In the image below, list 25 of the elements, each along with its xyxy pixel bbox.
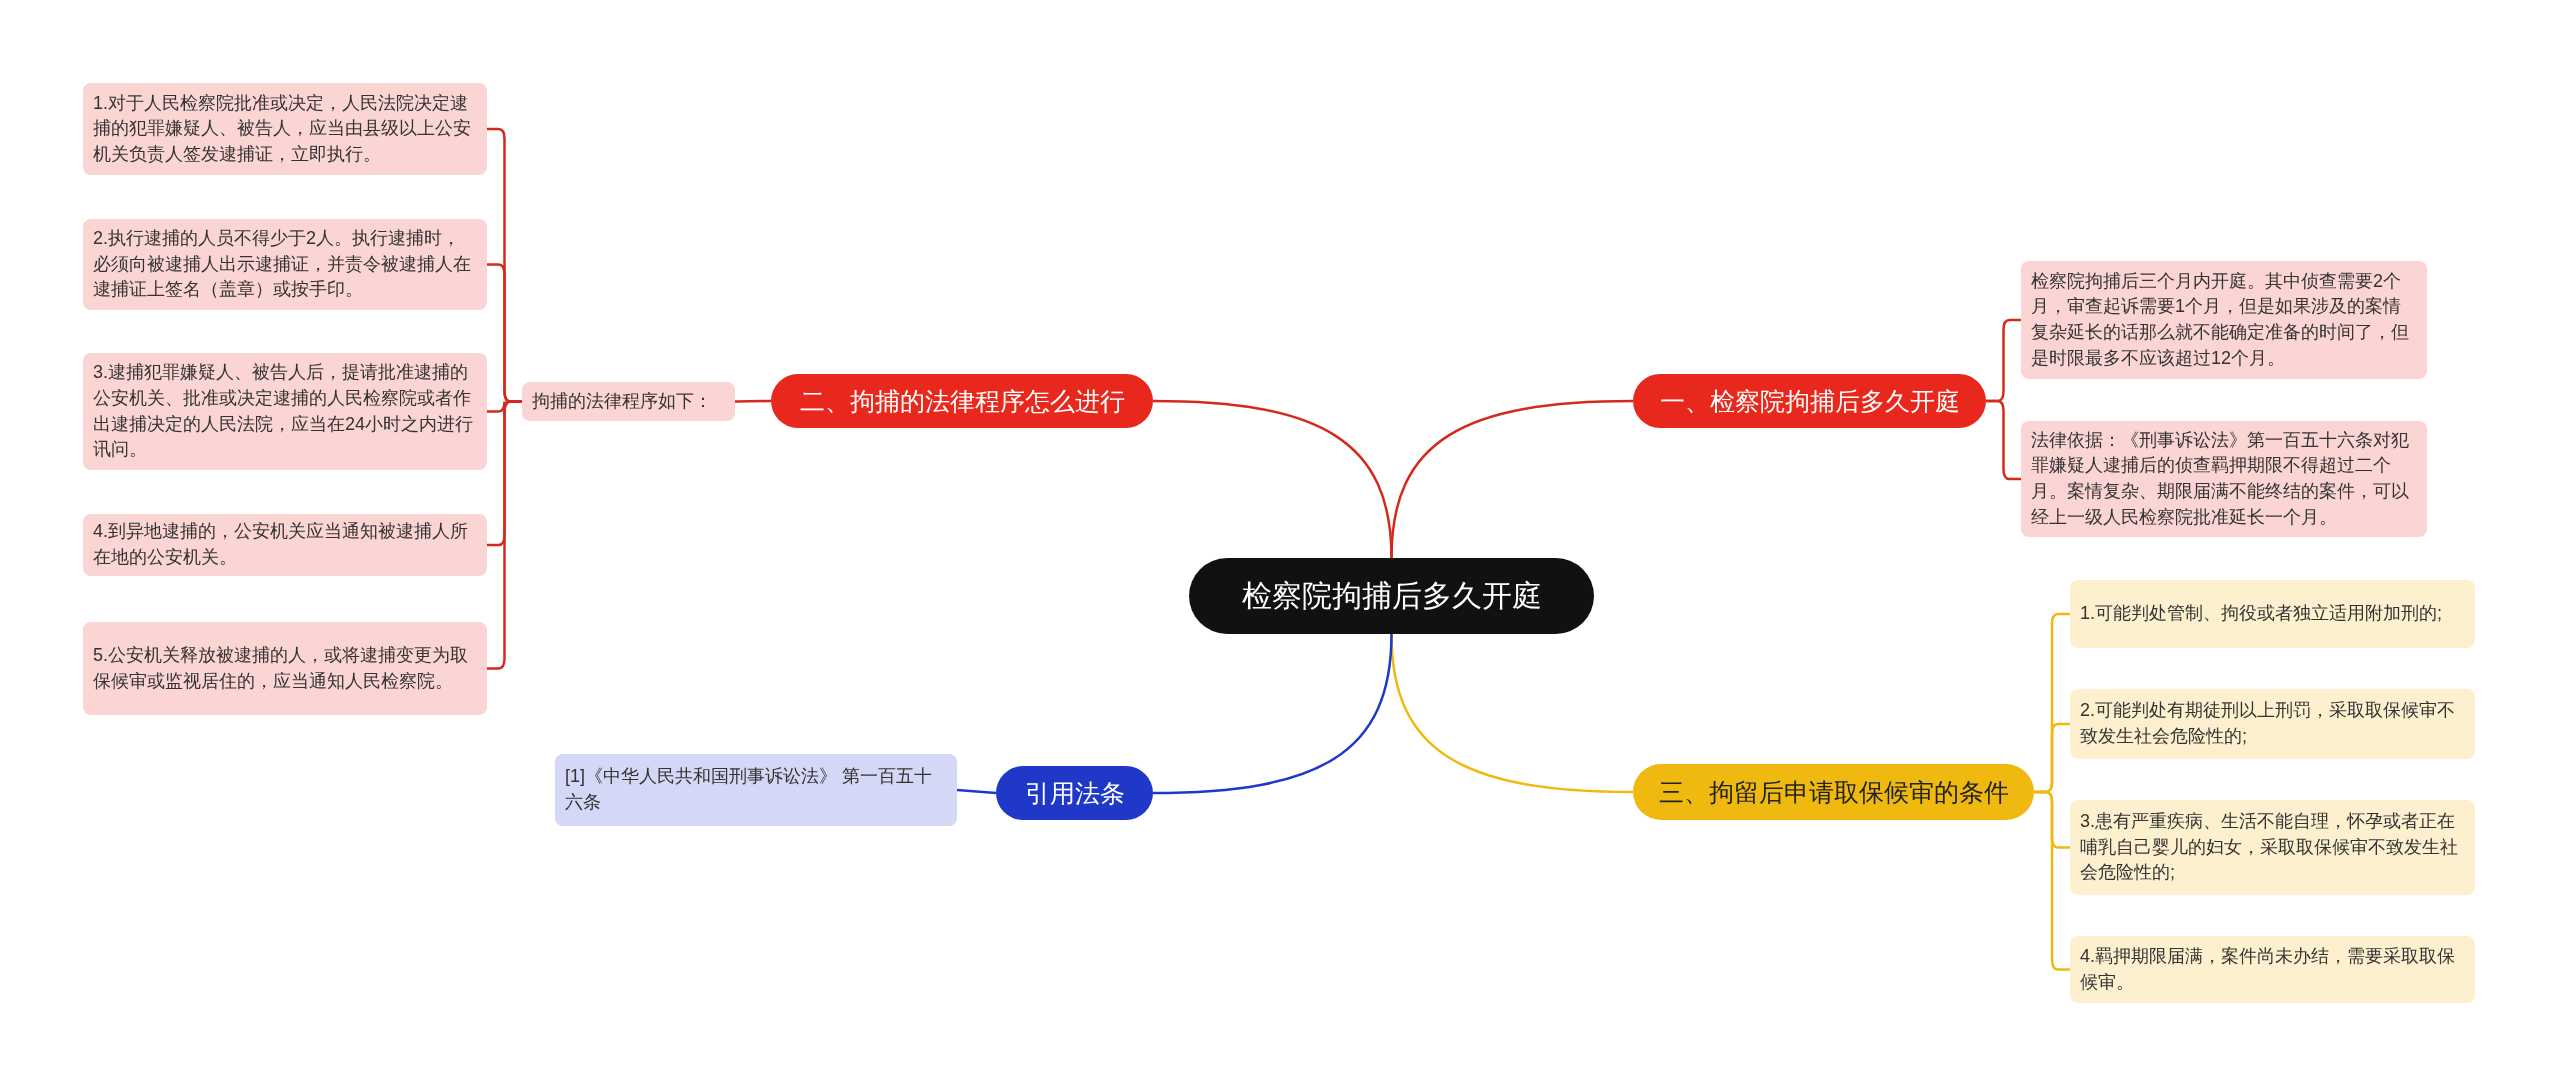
branch-topic: 三、拘留后申请取保候审的条件 <box>1633 764 2034 820</box>
central-topic: 检察院拘捕后多久开庭 <box>1189 558 1594 634</box>
connector-line <box>956 788 997 795</box>
connector-line <box>1152 399 1393 559</box>
note-box: 3.患有严重疾病、生活不能自理，怀孕或者正在哺乳自己婴儿的妇女，采取取保候审不致发生社会危险性的; <box>2070 800 2475 895</box>
branch-topic: 引用法条 <box>996 766 1153 820</box>
note-box: 4.羁押期限届满，案件尚未办结，需要采取取保候审。 <box>2070 936 2475 1003</box>
note-box: 1.对于人民检察院批准或决定，人民法院决定逮捕的犯罪嫌疑人、被告人，应当由县级以上公安机关负责人签发逮捕证，立即执行。 <box>83 83 487 175</box>
note-box: [1]《中华人民共和国刑事诉讼法》 第一百五十六条 <box>555 754 957 826</box>
note-box: 2.可能判处有期徒刑以上刑罚，采取取保候审不致发生社会危险性的; <box>2070 689 2475 759</box>
note-box: 检察院拘捕后三个月内开庭。其中侦查需要2个月，审查起诉需要1个月，但是如果涉及的案情复杂延长的话那么就不能确定准备的时间了，但是时限最多不应该超过12个月。 <box>2021 261 2427 379</box>
connector-line <box>2034 790 2070 971</box>
connector-line <box>1986 399 2021 481</box>
note-box: 拘捕的法律程序如下： <box>522 382 735 421</box>
connector-line <box>1152 633 1393 795</box>
note-box: 5.公安机关释放被逮捕的人，或将逮捕变更为取保候审或监视居住的，应当通知人民检察院。 <box>83 622 487 715</box>
note-box: 4.到异地逮捕的，公安机关应当通知被逮捕人所在地的公安机关。 <box>83 514 487 576</box>
connector-line <box>487 400 522 670</box>
branch-topic: 一、检察院拘捕后多久开庭 <box>1633 374 1986 428</box>
branch-topic: 二、拘捕的法律程序怎么进行 <box>771 374 1153 428</box>
note-box: 3.逮捕犯罪嫌疑人、被告人后，提请批准逮捕的公安机关、批准或决定逮捕的人民检察院或者作出逮捕决定的人民法院，应当在24小时之内进行讯问。 <box>83 353 487 470</box>
connector-line <box>735 399 771 403</box>
note-box: 1.可能判处管制、拘役或者独立适用附加刑的; <box>2070 580 2475 648</box>
note-box: 法律依据：《刑事诉讼法》第一百五十六条对犯罪嫌疑人逮捕后的侦查羁押期限不得超过二个月。案情复杂、期限届满不能终结的案件，可以经上一级人民检察院批准延长一个月。 <box>2021 421 2427 537</box>
note-box: 2.执行逮捕的人员不得少于2人。执行逮捕时，必须向被逮捕人出示逮捕证，并责令被逮捕人在逮捕证上签名（盖章）或按手印。 <box>83 219 487 310</box>
